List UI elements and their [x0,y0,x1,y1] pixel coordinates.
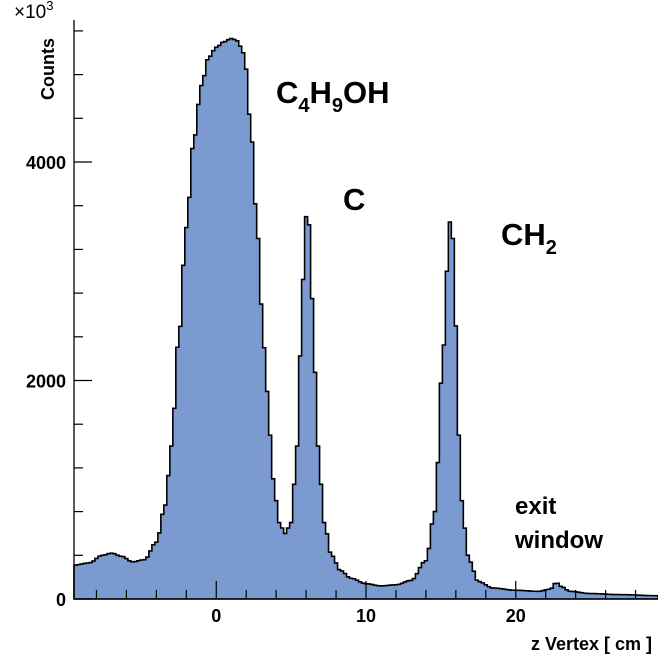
y-tick-label: 4000 [26,153,66,173]
annotation-label: CH2 [501,217,557,259]
y-axis-title: Counts [38,38,58,100]
x-tick-label: 20 [506,606,526,626]
y-multiplier: ×103 [14,0,53,23]
histogram-series [73,37,658,600]
y-tick-label: 0 [56,590,66,610]
x-tick-label: 0 [211,606,221,626]
annotation-label: C4H9OH [276,75,390,117]
annotation-label: exit [515,493,556,520]
x-axis-title: z Vertex [ cm ] [531,634,652,654]
annotations: C4H9OH C CH2 exit window [276,75,603,554]
x-tick-label: 10 [356,606,376,626]
annotation-label: window [514,527,603,554]
axis-labels: z Vertex [ cm ] Counts ×103 [14,0,652,654]
y-tick-label: 2000 [26,372,66,392]
plot-area [73,37,658,600]
annotation-label: C [343,182,365,217]
axes: 0 10 20 0 2000 4000 [26,20,658,626]
